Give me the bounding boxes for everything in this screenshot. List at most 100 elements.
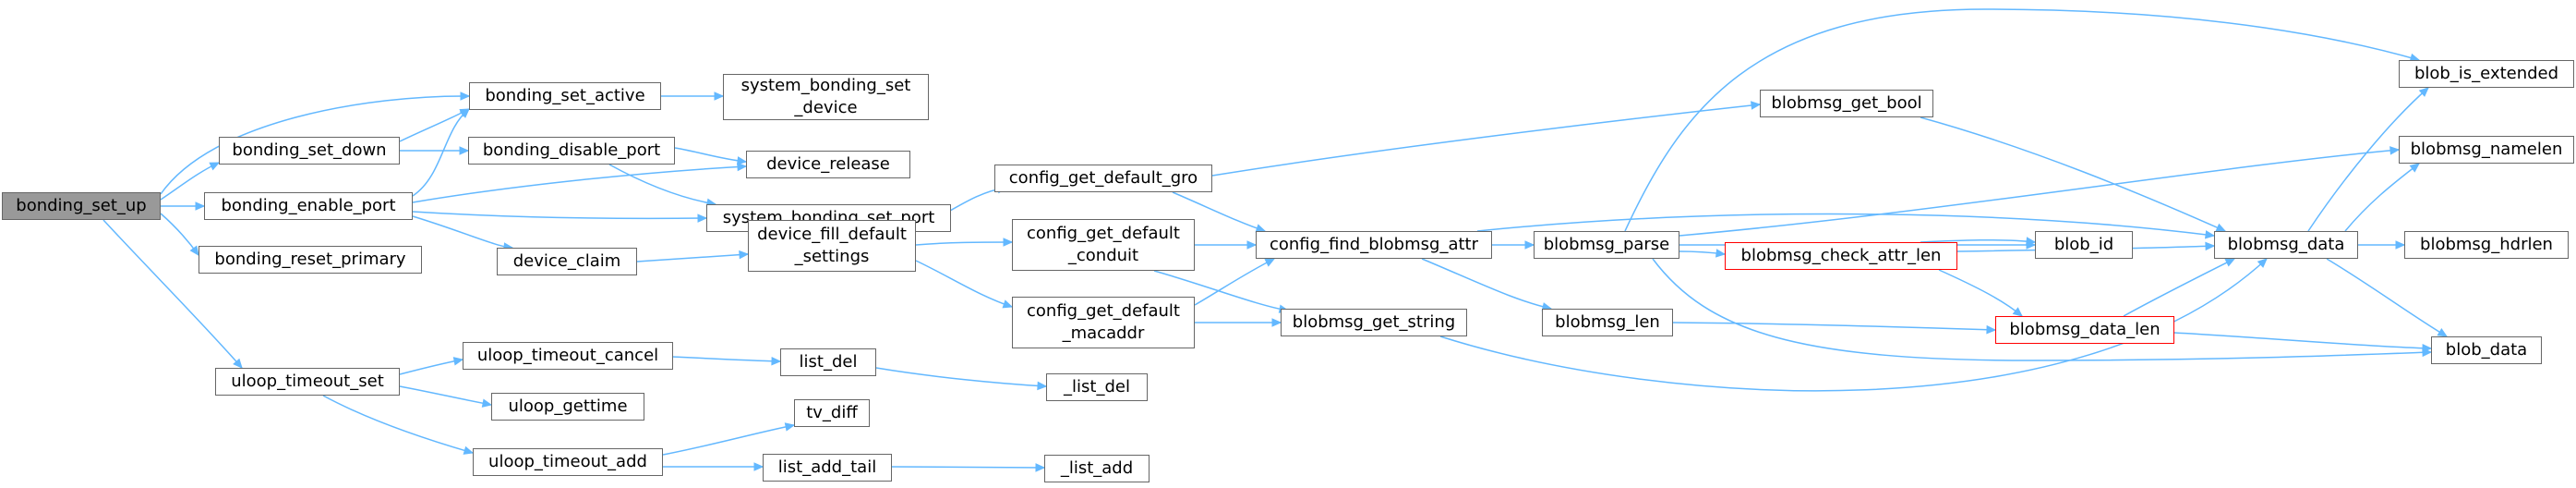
node-blobmsg-hdrlen[interactable]: blobmsg_hdrlen [2404,231,2569,259]
edge-list-add-tail-to-list-add-internal [891,466,1045,469]
edge-blobmsg-get-bool-to-blobmsg-data [1920,116,2226,232]
edge-bonding-set-down-to-bonding-set-active [399,108,470,142]
edge-list-del-to-list-del-internal [875,367,1047,387]
edge-device-claim-to-device-fill-default-settings [636,253,749,262]
node-bonding-set-active[interactable]: bonding_set_active [469,82,661,110]
edge-blobmsg-check-attr-len-to-blobmsg-data-len [1938,269,2023,317]
arrowhead-config-get-default-conduit-to-config-find-blobmsg-attr [1246,240,1258,250]
arrowhead-bonding-enable-port-to-system-bonding-set-port [697,214,708,223]
arrowhead-blobmsg-check-attr-len-to-blob-id [2026,237,2037,246]
node-blobmsg-get-bool[interactable]: blobmsg_get_bool [1760,90,1933,117]
arrowhead-bonding-set-up-to-bonding-set-active [460,92,471,101]
node-blobmsg-data[interactable]: blobmsg_data [2214,231,2358,259]
node-uloop-timeout-add[interactable]: uloop_timeout_add [473,448,663,476]
arrowhead-uloop-timeout-add-to-list-add-tail [753,462,764,471]
edge-device-fill-default-settings-to-config-get-default-conduit [915,241,1013,246]
arrowhead-blobmsg-data-to-blobmsg-hdrlen [2395,240,2406,250]
node-blob-is-extended[interactable]: blob_is_extended [2399,60,2574,88]
arrowhead-bonding-set-up-to-bonding-reset-primary [189,245,199,256]
node-blobmsg-data-len[interactable]: blobmsg_data_len [1995,316,2174,344]
node-tv-diff[interactable]: tv_diff [794,399,870,427]
arrowhead-bonding-set-down-to-bonding-disable-port [459,146,470,155]
node-config-get-default-gro[interactable]: config_get_default_gro [994,165,1212,192]
arrowhead-bonding-enable-port-to-bonding-set-active [459,108,470,118]
arrowhead-device-fill-default-settings-to-config-get-default-conduit [1003,238,1014,247]
edge-blobmsg-parse-to-blobmsg-namelen [1679,149,2400,237]
arrowhead-blobmsg-check-attr-len-to-blobmsg-data [2205,241,2216,251]
arrowhead-device-fill-default-settings-to-config-get-default-macaddr [1002,299,1014,309]
node-blob-data[interactable]: blob_data [2431,336,2542,364]
edge-uloop-timeout-add-to-tv-diff [662,424,795,456]
edge-bonding-set-up-to-bonding-set-active [160,95,470,195]
node-device-release[interactable]: device_release [746,151,910,178]
arrowhead-blobmsg-data-to-blob-is-extended [2418,87,2429,97]
arrowhead-config-get-default-macaddr-to-blobmsg-get-string [1271,318,1282,327]
arrowhead-config-find-blobmsg-attr-to-blobmsg-parse [1524,240,1535,250]
arrowhead-bonding-disable-port-to-device-release [737,156,748,165]
arrowhead-blobmsg-get-string-to-blobmsg-data [2257,258,2268,268]
arrowhead-bonding-set-up-to-bonding-set-down [209,162,221,171]
edge-uloop-timeout-set-to-uloop-timeout-cancel [399,359,463,375]
node-blobmsg-len[interactable]: blobmsg_len [1542,309,1673,336]
arrowhead-uloop-timeout-set-to-uloop-timeout-add [463,445,475,455]
edge-blobmsg-parse-to-blob-data [1652,258,2432,361]
arrowhead-config-get-default-gro-to-blobmsg-get-bool [1751,101,1762,110]
node-list-add-tail[interactable]: list_add_tail [763,454,892,482]
edge-bonding-disable-port-to-system-bonding-set-port [608,164,716,205]
arrowhead-uloop-timeout-set-to-uloop-timeout-cancel [452,357,464,366]
node-device-claim[interactable]: device_claim [497,248,637,275]
arrowhead-uloop-timeout-cancel-to-list-del [771,356,782,366]
node-bonding-set-up[interactable]: bonding_set_up [2,192,161,220]
node-blobmsg-check-attr-len[interactable]: blobmsg_check_attr_len [1725,242,1957,270]
node-device-fill-default-settings[interactable]: device_fill_default _settings [748,220,916,272]
node-list-del[interactable]: list_del [780,348,876,376]
arrowhead-config-get-default-macaddr-to-config-find-blobmsg-attr [1264,258,1276,267]
edge-blobmsg-parse-to-blob-is-extended [1624,8,2420,232]
edge-bonding-enable-port-to-system-bonding-set-port [412,211,707,220]
node-uloop-gettime[interactable]: uloop_gettime [491,393,644,421]
node-blobmsg-parse[interactable]: blobmsg_parse [1534,231,1679,259]
node-bonding-reset-primary[interactable]: bonding_reset_primary [199,246,422,274]
arrowhead-bonding-enable-port-to-device-release [737,162,748,172]
edge-bonding-disable-port-to-device-release [674,147,747,163]
edge-config-get-default-gro-to-config-find-blobmsg-attr [1172,191,1266,232]
edge-blobmsg-data-len-to-blobmsg-data [2123,258,2235,317]
node-blobmsg-namelen[interactable]: blobmsg_namelen [2399,136,2574,164]
node-config-get-default-macaddr[interactable]: config_get_default _macaddr [1012,297,1195,348]
node-list-del-internal[interactable]: _list_del [1046,373,1148,401]
edge-config-get-default-gro-to-blobmsg-get-bool [1211,104,1761,177]
node-uloop-timeout-set[interactable]: uloop_timeout_set [215,368,400,396]
edge-bonding-set-up-to-uloop-timeout-set [102,219,243,369]
node-bonding-set-down[interactable]: bonding_set_down [219,137,400,165]
node-config-find-blobmsg-attr[interactable]: config_find_blobmsg_attr [1256,231,1492,259]
arrowhead-blobmsg-parse-to-blobmsg-check-attr-len [1715,249,1727,258]
arrowhead-list-del-to-list-del-internal [1037,381,1048,391]
edge-bonding-enable-port-to-device-claim [412,215,513,249]
node-bonding-enable-port[interactable]: bonding_enable_port [204,192,413,220]
edge-blobmsg-check-attr-len-to-blob-id [1920,238,2036,243]
arrowhead-blobmsg-check-attr-len-to-blobmsg-data-len [2012,307,2023,317]
arrowhead-uloop-timeout-set-to-uloop-gettime [481,398,493,408]
node-system-bonding-set-device[interactable]: system_bonding_set _device [723,74,929,120]
arrowhead-bonding-set-active-to-system-bonding-set-device [714,92,725,101]
edge-config-get-default-conduit-to-blobmsg-get-string [1153,270,1289,311]
edge-blobmsg-data-to-blob-is-extended [2307,87,2429,232]
node-blob-id[interactable]: blob_id [2035,231,2133,259]
edge-bonding-enable-port-to-device-release [412,165,747,203]
arrowhead-config-find-blobmsg-attr-to-blobmsg-data [2204,230,2216,239]
edge-uloop-timeout-set-to-uloop-gettime [399,385,492,406]
arrowhead-blobmsg-data-len-to-blob-data [2422,343,2433,353]
node-uloop-timeout-cancel[interactable]: uloop_timeout_cancel [463,342,673,370]
node-blobmsg-get-string[interactable]: blobmsg_get_string [1281,309,1467,336]
node-config-get-default-conduit[interactable]: config_get_default _conduit [1012,219,1195,271]
node-list-add-internal[interactable]: _list_add [1044,455,1150,482]
arrowhead-uloop-timeout-add-to-tv-diff [784,422,796,432]
node-bonding-disable-port[interactable]: bonding_disable_port [468,137,675,165]
arrowhead-list-add-tail-to-list-add-internal [1035,463,1046,472]
arrowhead-blobmsg-data-len-to-blobmsg-data [2224,258,2236,267]
edge-blobmsg-data-len-to-blob-data [2173,332,2432,349]
arrowhead-blobmsg-parse-to-blobmsg-namelen [2389,146,2401,155]
arrowhead-device-claim-to-device-fill-default-settings [739,250,750,260]
arrowhead-blobmsg-len-to-blobmsg-data-len [1986,324,1997,335]
